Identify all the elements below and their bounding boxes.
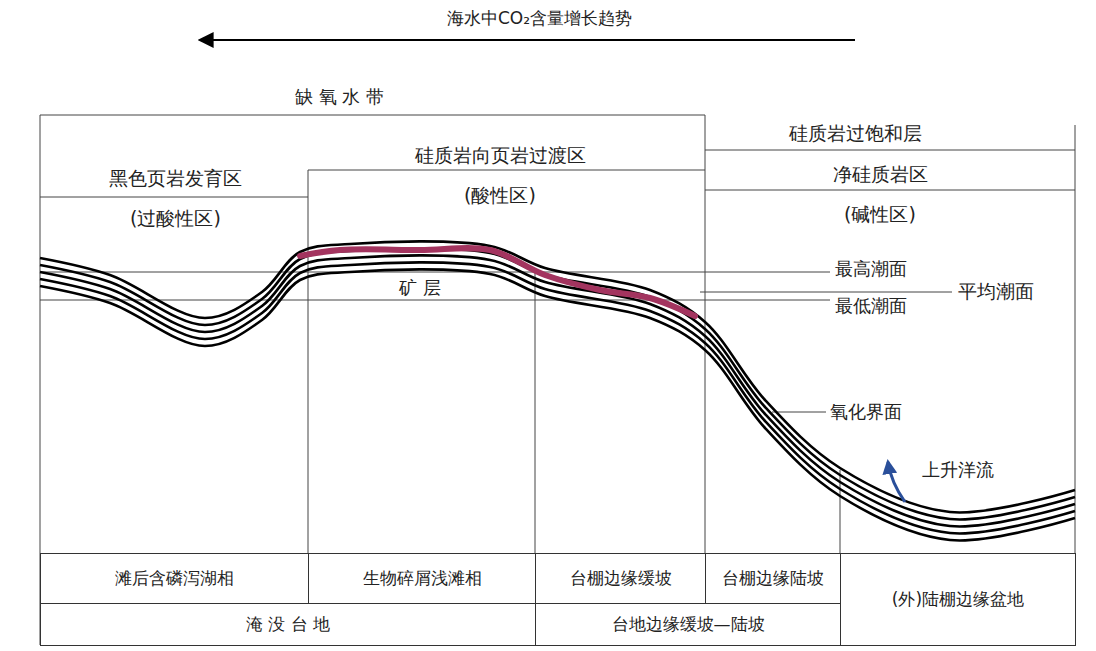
table-cell: 台棚边缘缓坡: [535, 553, 706, 604]
table-cell: 台棚边缘陆坡: [705, 553, 841, 604]
stratum-line: [40, 255, 1075, 526]
table-cell: 生物碎屑浅滩相: [308, 553, 536, 604]
label: 平均潮面: [958, 280, 1034, 303]
cell-text: 台棚边缘陆坡: [722, 567, 824, 590]
frame-lines: [40, 115, 1075, 645]
label: 最低潮面: [835, 295, 907, 317]
table-cell: (外)陆棚边缘盆地: [840, 553, 1076, 646]
cell-text: 台地边缘缓坡—陆坡: [612, 613, 765, 636]
table-cell: 台地边缘缓坡—陆坡: [535, 603, 841, 646]
label: (酸性区): [464, 184, 536, 207]
cell-text: 淹 没 台 地: [246, 613, 330, 636]
label: 硅质岩过饱和层: [789, 122, 922, 145]
ore-layer: [300, 248, 695, 316]
label: (碱性区): [844, 203, 916, 226]
cell-text: 生物碎屑浅滩相: [363, 567, 482, 590]
strata: [40, 241, 1075, 540]
cell-text: 台棚边缘缓坡: [570, 567, 672, 590]
upwelling-arrow: [888, 462, 905, 502]
stratum-line: [40, 262, 1075, 533]
cell-text: (外)陆棚边缘盆地: [892, 588, 1024, 611]
stratum-line: [40, 269, 1075, 540]
label: 最高潮面: [835, 258, 907, 280]
stratum-line: [40, 248, 1075, 519]
table-cell: 淹 没 台 地: [40, 603, 536, 646]
label: (过酸性区): [130, 207, 221, 230]
label: 氧化界面: [830, 401, 902, 423]
label: 缺 氧 水 带: [295, 86, 384, 108]
label: 黑色页岩发育区: [109, 167, 242, 190]
label: 海水中CO₂含量增长趋势: [447, 8, 632, 28]
stratum-line: [40, 241, 1075, 512]
label: 矿 层: [395, 277, 445, 299]
table-cell: 滩后含磷泻湖相: [40, 553, 309, 604]
label: 净硅质岩区: [833, 163, 928, 186]
label: 硅质岩向页岩过渡区: [415, 144, 586, 167]
label: 上升洋流: [922, 459, 994, 481]
trend-arrow: [212, 39, 855, 41]
cell-text: 滩后含磷泻湖相: [115, 567, 234, 590]
